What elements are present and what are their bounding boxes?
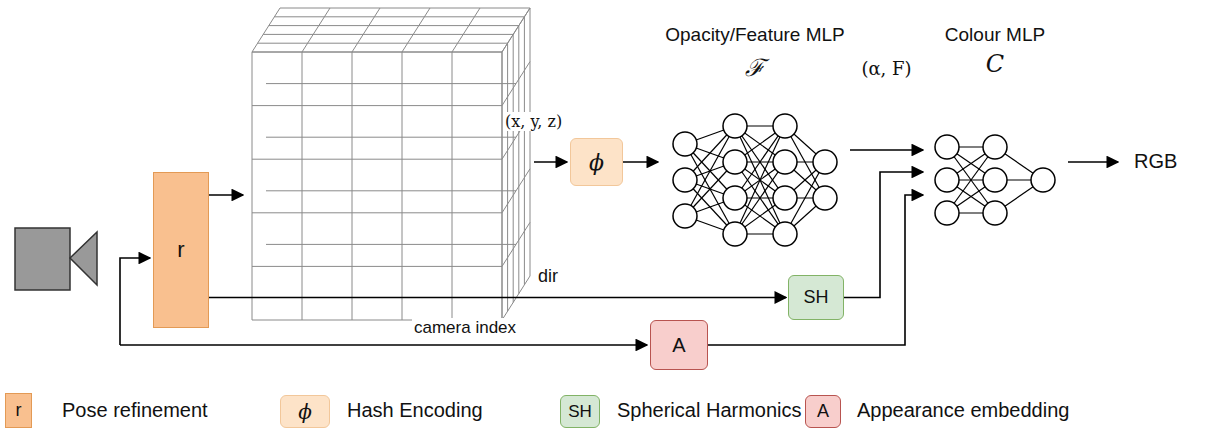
- coordinate-label: (x, y, z): [503, 112, 564, 131]
- legend-text: Spherical Harmonics: [615, 399, 804, 422]
- mlp-symbol-row: ℱ: [660, 50, 850, 83]
- colour-mlp: Colour MLP C: [925, 20, 1065, 245]
- camera-line: [120, 258, 150, 345]
- spherical-harmonics-box: SH: [788, 275, 844, 320]
- swatch-letter: ϕ: [298, 400, 312, 424]
- connector: [209, 297, 786, 299]
- box-label: A: [672, 334, 685, 357]
- edge-label: dir: [536, 266, 560, 287]
- camera-index-line: [120, 344, 647, 346]
- legend-swatch: SH: [560, 395, 600, 428]
- mlp-title: Colour MLP: [945, 24, 1045, 45]
- mlp-title: Opacity/Feature MLP: [665, 24, 845, 45]
- legend-swatch: ϕ: [280, 395, 330, 428]
- swatch-letter: A: [817, 401, 829, 422]
- box-label: SH: [803, 287, 828, 308]
- edge-label: (α, F): [859, 58, 913, 79]
- legend-swatch: A: [805, 395, 841, 428]
- swatch-letter: r: [16, 400, 22, 421]
- connector: [623, 161, 658, 163]
- grid-cube: [252, 8, 530, 320]
- line-label: camera index: [412, 318, 518, 338]
- hash-encoding-box: ϕ: [570, 138, 623, 186]
- connector: [850, 149, 923, 151]
- swatch-letter: SH: [568, 402, 592, 422]
- rgb-arrow: [1068, 161, 1118, 163]
- box-label: r: [177, 237, 184, 263]
- pose-to-grid-arrow: [209, 194, 243, 196]
- neural-network: [660, 85, 850, 255]
- mlp-symbol: ℱ: [745, 54, 765, 82]
- camera-icon: [15, 228, 97, 290]
- output-label: RGB: [1132, 150, 1179, 173]
- mlp-heading: Colour MLP: [925, 24, 1065, 46]
- mlp-symbol-row: C: [925, 50, 1065, 78]
- connector: [708, 195, 923, 345]
- appearance-embedding-box: A: [650, 320, 708, 370]
- legend-swatch: r: [5, 393, 32, 428]
- mlp-symbol: C: [986, 50, 1004, 78]
- box-label: ϕ: [589, 150, 604, 175]
- pose-refinement-box: r: [153, 172, 209, 328]
- legend-text: Hash Encoding: [345, 399, 485, 422]
- opacity-feature-mlp: Opacity/Feature MLP ℱ: [660, 20, 850, 245]
- grid-to-hash-arrow: [534, 161, 567, 163]
- legend-text: Appearance embedding: [855, 399, 1071, 422]
- legend-text: Pose refinement: [60, 399, 210, 422]
- connector: [844, 172, 923, 298]
- mlp-heading: Opacity/Feature MLP: [660, 24, 850, 46]
- neural-network: [925, 85, 1065, 255]
